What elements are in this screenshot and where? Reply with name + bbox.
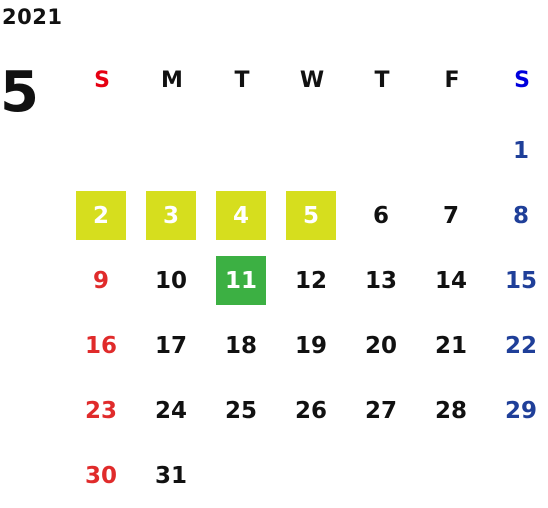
calendar-day[interactable]: 23 <box>84 397 117 424</box>
calendar-cell: 11 <box>207 248 277 313</box>
calendar-cell: 2 <box>67 183 137 248</box>
calendar-cell <box>417 118 487 183</box>
calendar-cell: 19 <box>277 313 347 378</box>
calendar-day-today[interactable]: 11 <box>216 256 266 305</box>
calendar-cell <box>487 443 548 508</box>
calendar-cell: 13 <box>347 248 417 313</box>
calendar-day[interactable]: 8 <box>512 202 529 229</box>
calendar-cell: 17 <box>137 313 207 378</box>
calendar-cell: 26 <box>277 378 347 443</box>
weekday-header-row: S M T W T F S <box>67 62 548 98</box>
calendar-cell: 10 <box>137 248 207 313</box>
calendar-cell <box>207 443 277 508</box>
calendar-cell: 1 <box>487 118 548 183</box>
weekday-monday: M <box>161 67 183 93</box>
calendar-cell <box>67 118 137 183</box>
calendar-day[interactable]: 22 <box>504 332 537 359</box>
calendar-day[interactable]: 24 <box>154 397 187 424</box>
calendar-cell: 24 <box>137 378 207 443</box>
calendar-day[interactable]: 7 <box>442 202 459 229</box>
calendar-day[interactable]: 6 <box>372 202 389 229</box>
calendar-cell: 22 <box>487 313 548 378</box>
calendar-cell: 5 <box>277 183 347 248</box>
calendar-day[interactable]: 26 <box>294 397 327 424</box>
weekday-saturday: S <box>514 67 530 93</box>
calendar-day[interactable]: 20 <box>364 332 397 359</box>
calendar-cell <box>277 443 347 508</box>
weekday-wednesday: W <box>299 67 325 93</box>
calendar-cell: 7 <box>417 183 487 248</box>
calendar-cell: 16 <box>67 313 137 378</box>
calendar-day[interactable]: 29 <box>504 397 537 424</box>
calendar-cell: 4 <box>207 183 277 248</box>
calendar-day[interactable]: 1 <box>512 137 529 164</box>
calendar-day[interactable]: 12 <box>294 267 327 294</box>
calendar-cell <box>347 118 417 183</box>
calendar-day[interactable]: 9 <box>92 267 109 294</box>
calendar-day[interactable]: 21 <box>434 332 467 359</box>
calendar-day[interactable]: 27 <box>364 397 397 424</box>
calendar-cell: 25 <box>207 378 277 443</box>
calendar-cell: 27 <box>347 378 417 443</box>
calendar-day[interactable]: 18 <box>224 332 257 359</box>
month-number: 5 <box>0 60 39 125</box>
calendar-cell: 6 <box>347 183 417 248</box>
calendar-cell: 12 <box>277 248 347 313</box>
calendar-day[interactable]: 14 <box>434 267 467 294</box>
calendar-cell: 21 <box>417 313 487 378</box>
calendar-day[interactable]: 28 <box>434 397 467 424</box>
calendar-cell: 14 <box>417 248 487 313</box>
calendar-cell: 18 <box>207 313 277 378</box>
calendar-cell: 8 <box>487 183 548 248</box>
calendar-day[interactable]: 31 <box>154 462 187 489</box>
calendar-day[interactable]: 10 <box>154 267 187 294</box>
calendar-day[interactable]: 30 <box>84 462 117 489</box>
year-label: 2021 <box>2 5 63 29</box>
calendar-day-holiday[interactable]: 5 <box>286 191 336 240</box>
calendar-day[interactable]: 19 <box>294 332 327 359</box>
calendar-cell: 3 <box>137 183 207 248</box>
weekday-tuesday: T <box>234 67 250 93</box>
calendar-cell: 15 <box>487 248 548 313</box>
calendar-cell: 20 <box>347 313 417 378</box>
calendar-day-holiday[interactable]: 4 <box>216 191 266 240</box>
calendar-cell: 9 <box>67 248 137 313</box>
calendar-cell <box>417 443 487 508</box>
calendar-cell <box>347 443 417 508</box>
calendar-cell: 29 <box>487 378 548 443</box>
calendar-cell: 31 <box>137 443 207 508</box>
calendar-day[interactable]: 17 <box>154 332 187 359</box>
calendar-cell: 23 <box>67 378 137 443</box>
calendar-day-holiday[interactable]: 3 <box>146 191 196 240</box>
calendar-cell: 28 <box>417 378 487 443</box>
calendar-day-holiday[interactable]: 2 <box>76 191 126 240</box>
calendar-cell: 30 <box>67 443 137 508</box>
weekday-thursday: T <box>374 67 390 93</box>
calendar-cell <box>137 118 207 183</box>
calendar-day[interactable]: 25 <box>224 397 257 424</box>
weekday-sunday: S <box>94 67 110 93</box>
calendar-cell <box>207 118 277 183</box>
calendar-day[interactable]: 16 <box>84 332 117 359</box>
calendar-cell <box>277 118 347 183</box>
calendar-day[interactable]: 15 <box>504 267 537 294</box>
calendar-day[interactable]: 13 <box>364 267 397 294</box>
weekday-friday: F <box>444 67 460 93</box>
